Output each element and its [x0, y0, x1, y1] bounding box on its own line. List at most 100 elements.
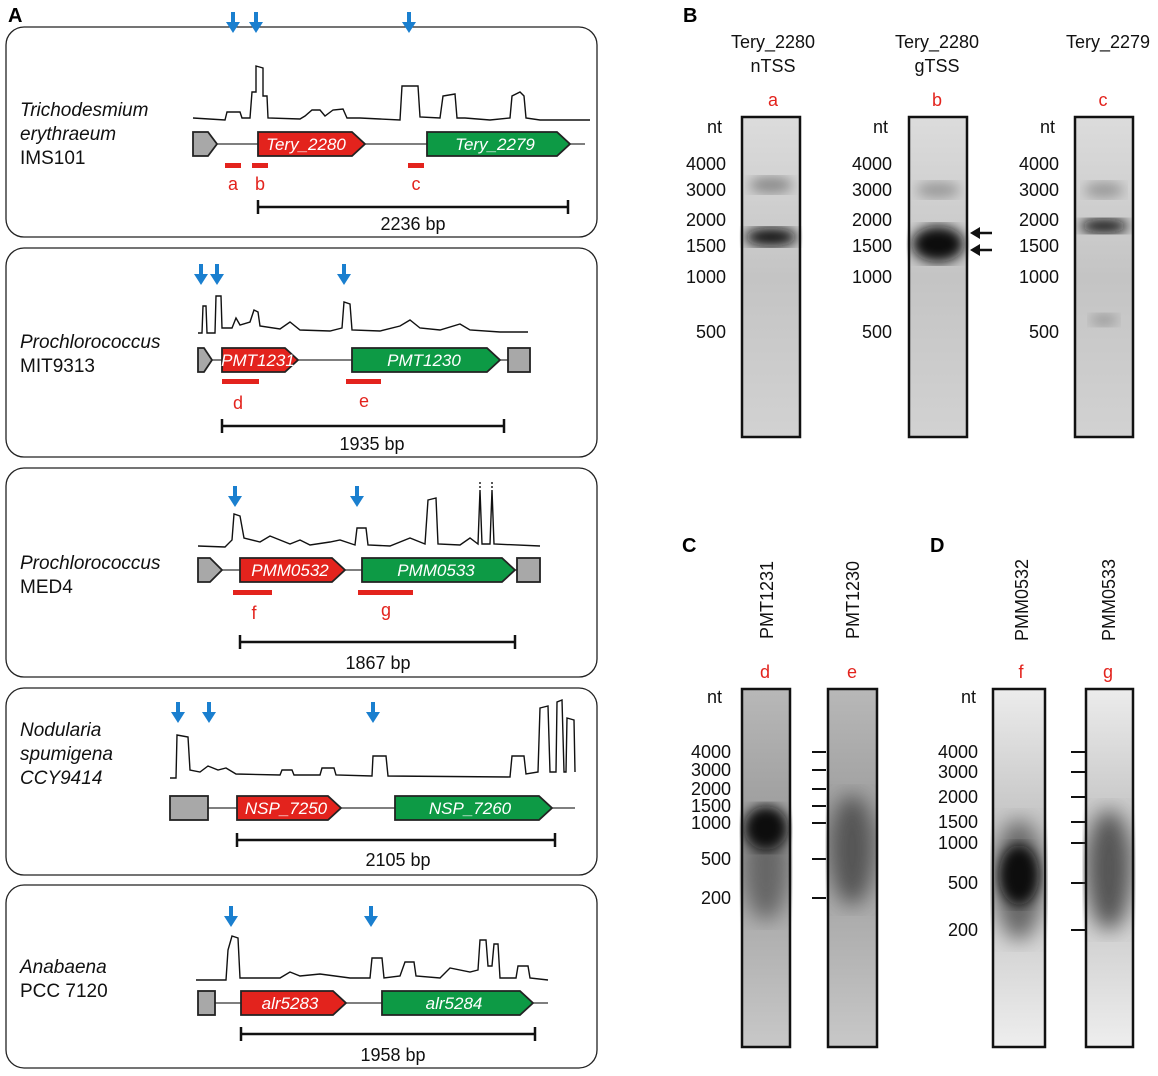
svg-text:1000: 1000 [686, 267, 726, 287]
svg-text:nt: nt [707, 117, 722, 137]
svg-text:2000: 2000 [686, 210, 726, 230]
probe-label: b [255, 174, 265, 194]
svg-text:1500: 1500 [852, 236, 892, 256]
tss-arrow-icon [224, 906, 238, 927]
gene-label: Tery_2279 [455, 135, 535, 154]
species-name: spumigena [20, 744, 113, 765]
scale-bar [256, 200, 570, 214]
upstream-gene [197, 347, 214, 373]
svg-text:4000: 4000 [852, 154, 892, 174]
scale-label: 1867 bp [345, 653, 410, 673]
svg-text:1000: 1000 [691, 813, 731, 833]
scale-label: 2105 bp [365, 850, 430, 870]
lane-title: Tery_2280 [731, 32, 815, 53]
gene-arrow-red [236, 795, 343, 821]
probe-label: d [233, 393, 243, 413]
scale-label: 1935 bp [339, 434, 404, 454]
tss-arrow-icon [366, 702, 380, 723]
gene-arrow-green [381, 990, 535, 1016]
scale-bar [239, 1027, 537, 1041]
svg-text:2000: 2000 [1019, 210, 1059, 230]
svg-text:1500: 1500 [1019, 236, 1059, 256]
scale-bar [235, 833, 557, 847]
ladder-b1: nt 4000 3000 2000 1500 1000 500 [686, 117, 726, 342]
gene-arrow-red [221, 347, 300, 373]
probe-label: a [228, 174, 239, 194]
probe-label: f [1018, 662, 1024, 682]
tss-arrow-icon [194, 264, 208, 285]
band-arrow-icon [970, 244, 992, 256]
gene-arrow-green [394, 795, 554, 821]
probe-bar [408, 163, 424, 168]
coverage-trace [196, 935, 549, 981]
species-name: Nodularia [20, 720, 101, 741]
svg-text:1500: 1500 [686, 236, 726, 256]
ladder-ticks-d [1071, 751, 1085, 931]
probe-bar [252, 163, 268, 168]
gene-label: PMT1230 [387, 351, 461, 370]
svg-text:4000: 4000 [1019, 154, 1059, 174]
tss-arrow-icon [337, 264, 351, 285]
gene-arrow-green [361, 557, 517, 583]
ladder-c: nt 4000 3000 2000 1500 1000 500 200 [691, 687, 731, 908]
ladder-b2: nt 4000 3000 2000 1500 1000 500 [852, 117, 892, 342]
lane-title: Tery_2280 [895, 32, 979, 53]
probe-label: g [381, 600, 391, 620]
tss-arrow-icon [202, 702, 216, 723]
probe-label: b [932, 90, 942, 110]
strain-name: IMS101 [20, 148, 85, 169]
svg-text:3000: 3000 [686, 180, 726, 200]
svg-text:4000: 4000 [938, 742, 978, 762]
gene-label: NSP_7250 [245, 799, 328, 818]
panel-label-a: A [8, 5, 22, 27]
tss-arrow-icon [171, 702, 185, 723]
lane-subtitle: nTSS [750, 56, 795, 76]
probe-bar [225, 163, 241, 168]
svg-text:500: 500 [948, 873, 978, 893]
probe-label: a [768, 90, 779, 110]
svg-text:3000: 3000 [1019, 180, 1059, 200]
strain-name: PCC 7120 [20, 981, 108, 1002]
strain-name: CCY9414 [20, 768, 102, 789]
probe-bar [233, 590, 272, 595]
species-name: erythraeum [20, 124, 116, 145]
blot-lane-c [1073, 115, 1135, 439]
svg-text:nt: nt [707, 687, 722, 707]
svg-text:4000: 4000 [686, 154, 726, 174]
blot-lane-g [1084, 687, 1135, 1049]
blot-lane-b [907, 115, 969, 439]
species-name: Anabaena [19, 957, 107, 978]
upstream-gene [197, 990, 216, 1016]
tss-arrow-icon [226, 12, 240, 33]
lane-title: PMT1230 [843, 561, 863, 639]
scale-label: 2236 bp [380, 214, 445, 234]
locus-prochlorococcus-mit9313: Prochlorococcus MIT9313 PMT1231 PMT1230 … [5, 247, 598, 458]
species-name: Prochlorococcus [20, 553, 161, 574]
lane-subtitle: gTSS [914, 56, 959, 76]
scale-bar [220, 419, 506, 433]
upstream-gene [169, 795, 209, 821]
svg-text:2000: 2000 [691, 779, 731, 799]
strain-name: MED4 [20, 577, 73, 598]
gene-label: Tery_2280 [266, 135, 346, 154]
ladder-ticks-c [812, 751, 826, 899]
gene-arrow-green [426, 131, 572, 157]
blot-lane-a [740, 115, 802, 439]
blot-lane-e [826, 687, 879, 1049]
gene-arrow-red [239, 557, 347, 583]
svg-text:200: 200 [948, 920, 978, 940]
lane-title: Tery_2279 [1066, 32, 1150, 53]
lane-title: PMM0532 [1012, 559, 1032, 641]
tss-arrow-icon [249, 12, 263, 33]
tss-arrow-icon [210, 264, 224, 285]
svg-text:1500: 1500 [938, 812, 978, 832]
blot-lane-f [991, 687, 1047, 1049]
probe-label: e [847, 662, 857, 682]
gene-label: PMT1231 [221, 351, 295, 370]
probe-label: e [359, 391, 369, 411]
probe-label: c [412, 174, 421, 194]
gene-label: PMM0532 [251, 561, 329, 580]
gene-label: NSP_7260 [429, 799, 512, 818]
svg-text:1000: 1000 [852, 267, 892, 287]
